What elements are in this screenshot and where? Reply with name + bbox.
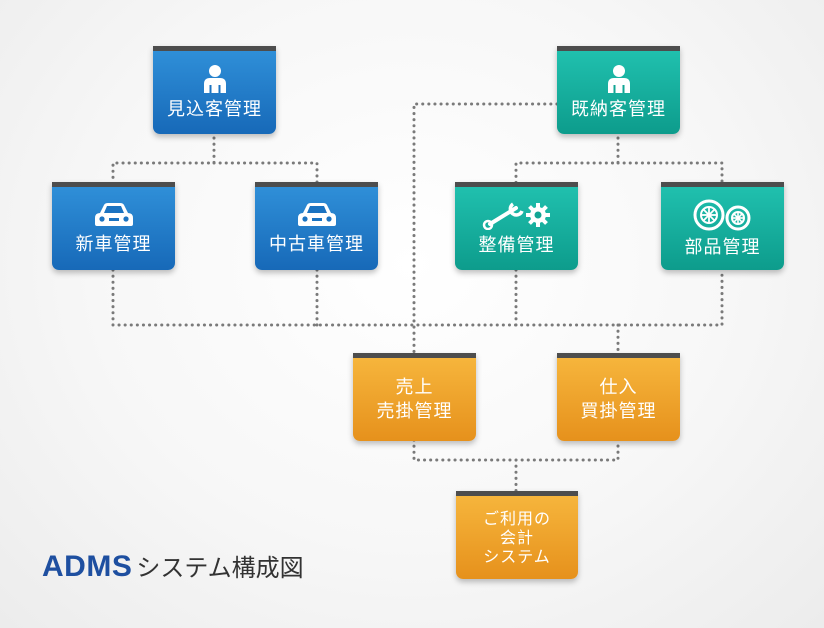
node-label: 見込客管理 [167, 98, 262, 120]
node-label-line1: 売上 [395, 377, 434, 399]
node-new-car-management: 新車管理 [52, 182, 175, 270]
node-purchase-management: 仕入 買掛管理 [557, 353, 680, 441]
node-parts-management: 部品管理 [661, 182, 784, 270]
node-maintenance-management: 整備管理 [455, 182, 578, 270]
node-label: 部品管理 [684, 236, 761, 258]
node-label-line3: システム [483, 547, 551, 567]
node-label-line2: 売掛管理 [376, 400, 453, 422]
connector-existing-to-sales [412, 102, 559, 356]
node-label-line2: 会計 [499, 527, 534, 547]
brand-name: ADMS [42, 550, 133, 583]
node-label-line1: ご利用の [482, 508, 551, 528]
person-icon [203, 64, 226, 93]
node-label: 中古車管理 [269, 233, 364, 255]
node-accounting-system: ご利用の 会計 システム [456, 491, 578, 579]
node-used-car-management: 中古車管理 [255, 182, 378, 270]
node-sales-management: 売上 売掛管理 [353, 353, 476, 441]
person-icon [607, 64, 630, 93]
node-label: 既納客管理 [571, 98, 666, 120]
node-label-line2: 買掛管理 [580, 400, 657, 422]
node-prospect-management: 見込客管理 [153, 46, 276, 134]
car-icon [297, 202, 336, 226]
node-existing-customer-management: 既納客管理 [557, 46, 680, 134]
wrench-gear-icon [482, 202, 550, 230]
car-icon [94, 202, 133, 226]
connector-bus [111, 268, 724, 356]
node-label: 整備管理 [478, 234, 555, 256]
connector-to-accounting [412, 438, 620, 494]
title-text: システム構成図 [136, 554, 304, 582]
diagram-title: ADMS システム構成図 [42, 548, 304, 584]
connector-existing-to-service [514, 136, 724, 185]
node-label-line1: 仕入 [599, 377, 638, 399]
connector-prospect-to-cars [111, 136, 319, 185]
node-label: 新車管理 [75, 233, 152, 255]
tire-icon [693, 199, 750, 231]
